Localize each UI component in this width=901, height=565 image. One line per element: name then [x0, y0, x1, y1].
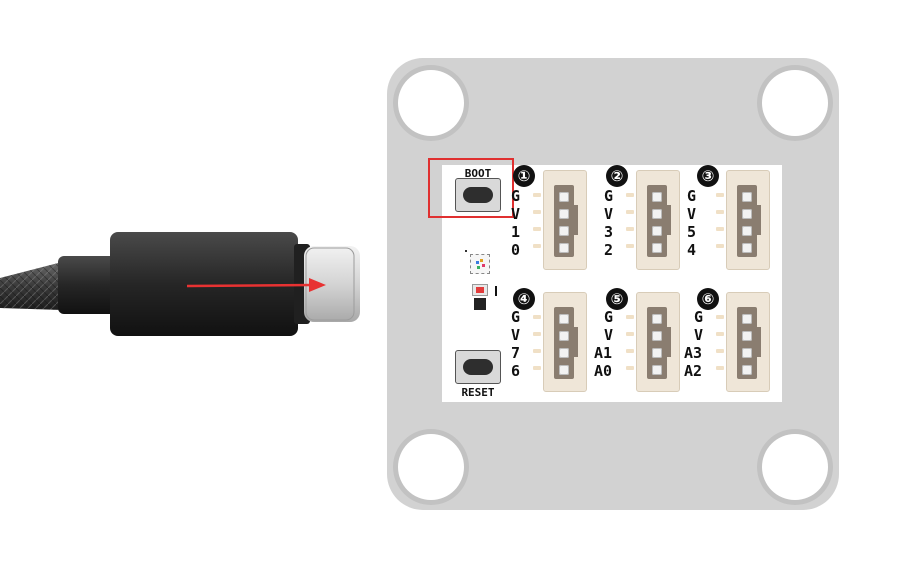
- solder-pad: [626, 332, 634, 336]
- port-5-pin-a: A1: [594, 344, 613, 362]
- mounting-hole: [762, 70, 828, 136]
- port-1-pin-b: 0: [511, 241, 521, 259]
- solder-pad: [533, 332, 541, 336]
- port-5-pin-g: G: [604, 308, 614, 326]
- solder-pad: [626, 349, 634, 353]
- port-4-pin-b: 6: [511, 362, 521, 380]
- reset-label: RESET: [461, 386, 495, 399]
- port-2-number: ②: [606, 165, 628, 187]
- boot-highlight-box: [428, 158, 514, 218]
- port-6-connector[interactable]: [726, 292, 770, 392]
- port-5-pin-b: A0: [594, 362, 613, 380]
- port-3-pin-b: 4: [687, 241, 697, 259]
- solder-pad: [716, 315, 724, 319]
- port-2-pin-v: V: [604, 205, 614, 223]
- port-6-pin-b: A2: [684, 362, 703, 380]
- port-3-pin-g: G: [687, 187, 697, 205]
- solder-pad: [533, 244, 541, 248]
- solder-pad: [533, 210, 541, 214]
- led-marker-dot: [465, 250, 467, 252]
- solder-pad: [716, 244, 724, 248]
- solder-pad: [533, 349, 541, 353]
- port-3-connector[interactable]: [726, 170, 770, 270]
- port-3-pin-v: V: [687, 205, 697, 223]
- solder-pad: [533, 315, 541, 319]
- solder-pad: [716, 193, 724, 197]
- solder-pad: [716, 227, 724, 231]
- port-2-pin-a: 3: [604, 223, 614, 241]
- port-1-pin-a: 1: [511, 223, 521, 241]
- status-led-component: [472, 284, 488, 310]
- usb-c-plug: [304, 246, 360, 322]
- port-1-pin-g: G: [511, 187, 521, 205]
- port-5-connector[interactable]: [636, 292, 680, 392]
- mounting-hole: [762, 434, 828, 500]
- port-6-pin-g: G: [694, 308, 704, 326]
- rgb-led-icon: [470, 254, 490, 274]
- solder-pad: [716, 332, 724, 336]
- boot-button[interactable]: [455, 178, 501, 212]
- port-3-number: ③: [697, 165, 719, 187]
- port-5-pin-v: V: [604, 326, 614, 344]
- port-4-pin-g: G: [511, 308, 521, 326]
- solder-pad: [626, 244, 634, 248]
- port-2-connector[interactable]: [636, 170, 680, 270]
- port-2-pin-b: 2: [604, 241, 614, 259]
- solder-pad: [533, 193, 541, 197]
- solder-pad: [626, 315, 634, 319]
- solder-pad: [533, 227, 541, 231]
- port-6-pin-v: V: [694, 326, 704, 344]
- solder-pad: [716, 349, 724, 353]
- reset-button[interactable]: [455, 350, 501, 384]
- port-2-pin-g: G: [604, 187, 614, 205]
- port-6-number: ⑥: [697, 288, 719, 310]
- solder-pad: [716, 366, 724, 370]
- solder-pad: [626, 227, 634, 231]
- port-5-number: ⑤: [606, 288, 628, 310]
- solder-pad: [533, 366, 541, 370]
- component-mark: [495, 286, 497, 296]
- port-4-connector[interactable]: [543, 292, 587, 392]
- port-1-pin-v: V: [511, 205, 521, 223]
- port-1-connector[interactable]: [543, 170, 587, 270]
- port-1-number: ①: [513, 165, 535, 187]
- solder-pad: [626, 366, 634, 370]
- port-4-pin-a: 7: [511, 344, 521, 362]
- port-6-pin-a: A3: [684, 344, 703, 362]
- boot-label: BOOT: [464, 167, 492, 180]
- mounting-hole: [398, 70, 464, 136]
- solder-pad: [626, 210, 634, 214]
- mounting-hole: [398, 434, 464, 500]
- usb-type-c-cable-icon: [0, 232, 360, 336]
- connector-housing: [110, 232, 298, 336]
- port-3-pin-a: 5: [687, 223, 697, 241]
- solder-pad: [626, 193, 634, 197]
- port-4-number: ④: [513, 288, 535, 310]
- solder-pad: [716, 210, 724, 214]
- port-4-pin-v: V: [511, 326, 521, 344]
- insert-arrow-icon: [186, 283, 313, 288]
